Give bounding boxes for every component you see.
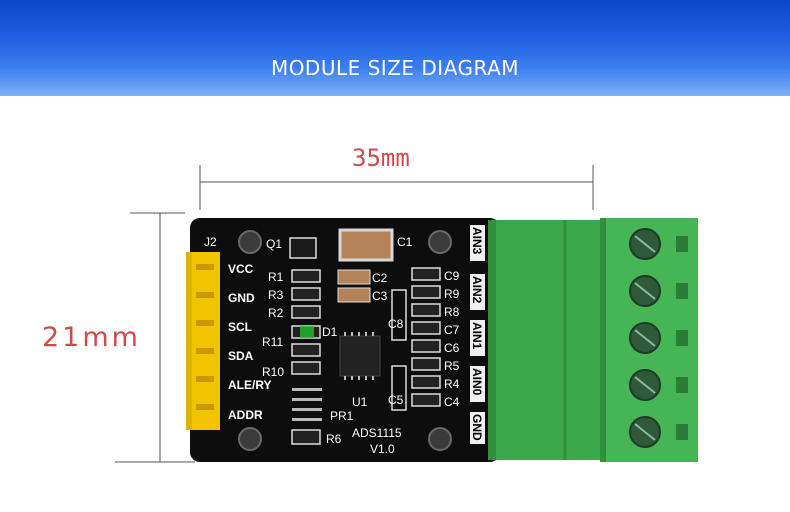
pin-labels: VCC GND SCL SDA ALE/RY ADDR: [228, 262, 272, 422]
terminal-block: [488, 218, 698, 462]
svg-text:C8: C8: [388, 317, 404, 331]
svg-text:R3: R3: [268, 288, 284, 302]
pin-label: GND: [228, 291, 255, 305]
pin-label: ADDR: [228, 408, 263, 422]
svg-text:R1: R1: [268, 270, 284, 284]
pin-header: [186, 252, 220, 430]
svg-text:AIN2: AIN2: [470, 276, 484, 304]
chip-name-label: ADS1115: [352, 426, 402, 440]
svg-text:R5: R5: [444, 359, 460, 373]
svg-text:C9: C9: [444, 269, 460, 283]
right-components: [411, 267, 441, 407]
height-dimension-label: 21mm: [42, 322, 141, 353]
svg-text:R11: R11: [262, 335, 283, 349]
svg-text:C6: C6: [444, 341, 460, 355]
silk-j2: J2: [204, 235, 217, 249]
header-banner: MODULE SIZE DIAGRAM: [0, 0, 790, 96]
svg-text:U1: U1: [352, 395, 368, 409]
pin-label: ALE/RY: [228, 378, 272, 392]
banner-title: MODULE SIZE DIAGRAM: [270, 56, 520, 80]
terminal-labels: AIN3 AIN2 AIN1 AIN0 GND: [470, 225, 485, 444]
svg-text:C1: C1: [397, 235, 413, 249]
left-ref-labels: R1 R3 R2 R11 R10: [262, 270, 284, 379]
svg-text:C7: C7: [444, 323, 460, 337]
svg-text:GND: GND: [470, 414, 484, 441]
height-dimension-line: [115, 212, 195, 463]
svg-text:AIN1: AIN1: [470, 322, 484, 350]
svg-text:D1: D1: [322, 325, 338, 339]
led-d1: [300, 326, 314, 338]
svg-text:C3: C3: [372, 289, 388, 303]
svg-text:AIN3: AIN3: [470, 227, 484, 255]
pin-label: SDA: [228, 349, 254, 363]
mounting-holes: [238, 230, 452, 451]
svg-text:R2: R2: [268, 306, 284, 320]
svg-text:R10: R10: [262, 365, 284, 379]
adc-chip: [339, 335, 381, 377]
transistor-q1: [289, 237, 317, 259]
width-dimension-line: [199, 165, 594, 210]
svg-text:AIN0: AIN0: [470, 368, 484, 396]
version-label: V1.0: [370, 442, 395, 456]
misc-ref-labels: Q1 C1 C2 C3 D1 C8 C5 U1 PR1 R6: [266, 235, 413, 446]
width-dimension-label: 35mm: [352, 144, 410, 172]
svg-text:C2: C2: [372, 271, 388, 285]
pcb: [190, 218, 500, 462]
svg-text:PR1: PR1: [330, 409, 354, 423]
svg-text:C5: C5: [388, 393, 404, 407]
svg-text:R8: R8: [444, 305, 460, 319]
pin-label: VCC: [228, 262, 254, 276]
svg-text:R4: R4: [444, 377, 460, 391]
pin-label: SCL: [228, 320, 252, 334]
svg-text:R6: R6: [326, 432, 342, 446]
right-ref-labels: C9 R9 R8 C7 C6 R5 R4 C4: [444, 269, 460, 409]
capacitor-c1: [338, 228, 394, 262]
svg-text:Q1: Q1: [266, 237, 282, 251]
svg-text:C4: C4: [444, 395, 460, 409]
svg-text:R9: R9: [444, 287, 460, 301]
